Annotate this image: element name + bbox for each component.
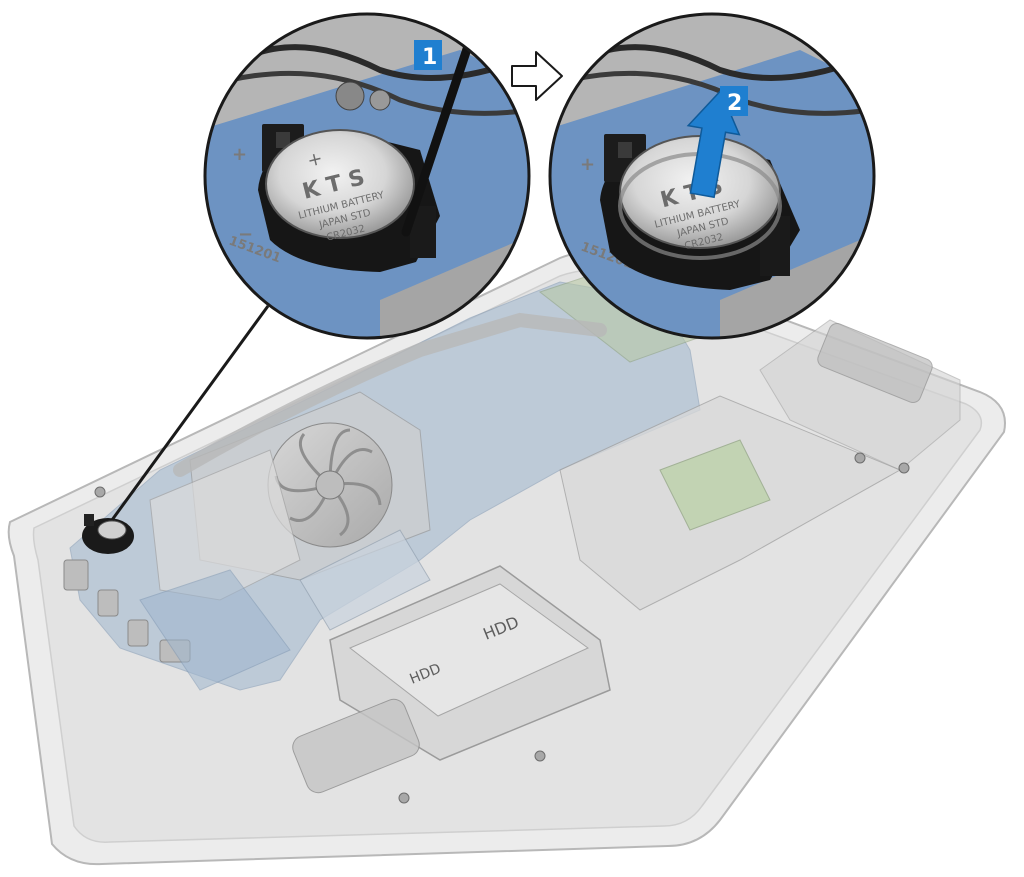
- io-board: [139, 569, 291, 691]
- svg-text:−: −: [238, 224, 253, 245]
- step-badge-1: 1: [414, 40, 442, 70]
- callout-step-1: 151201 + − + K T S LITHIUM BATTERY JAPAN…: [203, 12, 531, 340]
- svg-text:+: +: [580, 154, 595, 175]
- battery-polarity: +: [305, 148, 325, 172]
- svg-text:+: +: [232, 144, 247, 165]
- coin-battery-step1: [265, 129, 415, 239]
- touchpad-board: [659, 439, 771, 531]
- ssd-module: [299, 529, 431, 631]
- step-number-1: 1: [422, 45, 437, 70]
- speaker-left: [292, 698, 420, 794]
- speaker-right: [817, 322, 933, 404]
- callout-leader-line: [110, 305, 270, 521]
- screws: [94, 452, 910, 804]
- plastic-scribe-icon: [401, 35, 475, 237]
- step-number-2: 2: [727, 91, 742, 116]
- heat-pipe: [173, 312, 607, 477]
- io-ports: [63, 559, 191, 663]
- coin-cell-battery-location: [82, 514, 134, 554]
- right-outline-arrow-icon: [511, 51, 563, 101]
- step-badge-2: 2: [720, 86, 748, 116]
- callout-circle-right: [548, 12, 876, 340]
- callout-step-2: 151201 + K T S LITHIUM BATTERY JAPAN STD…: [548, 12, 876, 340]
- heatsink-shield: [149, 449, 301, 601]
- callout-circle-left: [203, 12, 531, 340]
- laptop-base: HDD HDD: [7, 250, 1006, 866]
